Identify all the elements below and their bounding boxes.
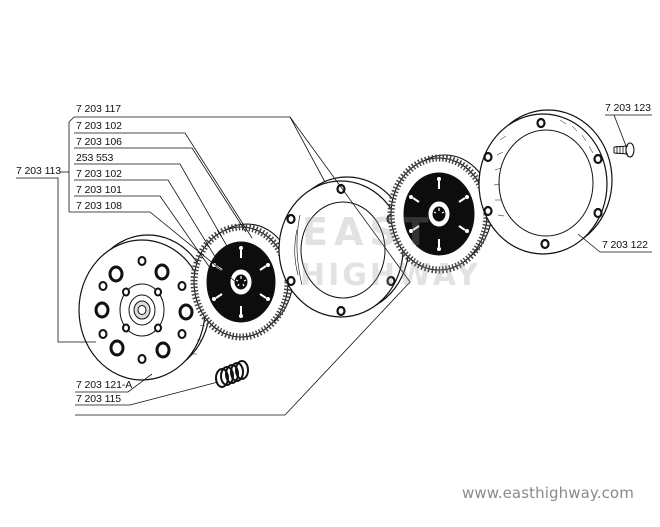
- label-7203122: 7 203 122: [602, 239, 648, 251]
- label-7203117: 7 203 117: [76, 103, 122, 115]
- screw: [613, 142, 635, 158]
- leader-lines: [16, 114, 652, 416]
- label-7203102-upper: 7 203 102: [76, 120, 122, 132]
- intermediate-plate: [278, 176, 410, 318]
- rear-ring-plate: [478, 109, 613, 255]
- label-7203115: 7 203 115: [76, 393, 122, 405]
- label-7203101: 7 203 101: [76, 184, 122, 196]
- label-7203113: 7 203 113: [16, 165, 62, 177]
- website-credit: www.easthighway.com: [462, 484, 634, 502]
- label-7203121a: 7 203 121-A: [76, 379, 133, 391]
- friction-disc-rear: [387, 154, 493, 274]
- pressure-plate: [78, 234, 211, 381]
- label-7203123: 7 203 123: [605, 102, 651, 114]
- label-7203106: 7 203 106: [76, 136, 122, 148]
- spring: [215, 360, 249, 388]
- label-7203102-lower: 7 203 102: [76, 168, 122, 180]
- label-7203108: 7 203 108: [76, 200, 122, 212]
- label-253553: 253 553: [76, 152, 114, 164]
- friction-disc-front: [190, 223, 294, 341]
